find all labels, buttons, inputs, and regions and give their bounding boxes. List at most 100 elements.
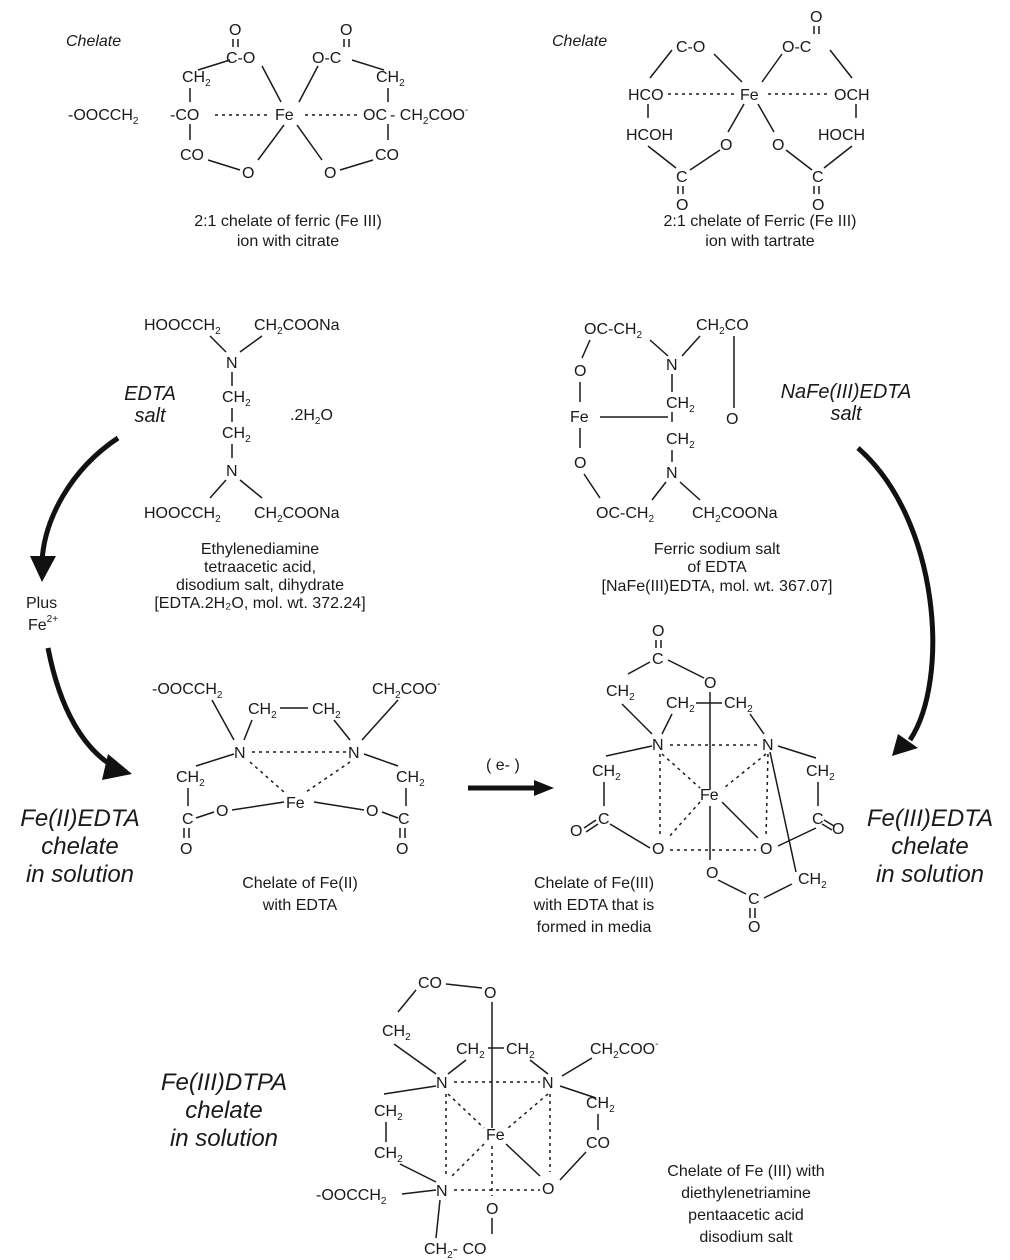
- citrate-oc-right: OC: [363, 107, 387, 124]
- dtpa-n-right: N: [542, 1075, 554, 1092]
- nafe-label-line-1: NaFe(III)EDTA: [781, 381, 912, 403]
- fe2-ch2-bridge-left: CH2: [248, 701, 277, 721]
- citrate-co-top-left: C-O: [226, 50, 255, 67]
- fe2-c-left: C: [182, 811, 194, 828]
- fe2-caption-line-2: with EDTA: [262, 897, 338, 914]
- tartrate-o-bottom-left: O: [676, 197, 688, 214]
- dtpa-ch2-mid-left-2: CH2: [374, 1145, 403, 1165]
- nafe-ch2coona: CH2COONa: [692, 505, 778, 525]
- edta-top-left: HOOCCH2: [144, 317, 221, 337]
- fe3-c-left: C: [598, 811, 610, 828]
- fe3-o-top: O: [652, 623, 664, 640]
- tartrate-hoch: HOCH: [818, 127, 865, 144]
- fe3-side-label-line-2: chelate: [891, 833, 968, 860]
- citrate-co-bottom-left: CO: [180, 147, 204, 164]
- electron-label: ( e- ): [486, 757, 520, 774]
- nafe-edta-salt: NaFe(III)EDTA salt OC-CH2 CH2CO O N CH2 …: [570, 317, 911, 595]
- fe3-ch2-upper-left: CH2: [606, 683, 635, 703]
- fe3-c-top: C: [652, 651, 664, 668]
- dtpa-label-line-3: in solution: [170, 1125, 278, 1152]
- fe3-side-label-line-1: Fe(III)EDTA: [867, 805, 993, 832]
- dtpa-o-top: O: [484, 985, 496, 1002]
- tartrate-c-bottom-right: C: [812, 169, 824, 186]
- tartrate-c-bottom-left: C: [676, 169, 688, 186]
- fe3-caption-line-2: with EDTA that is: [533, 897, 655, 914]
- edta-ch2-2: CH2: [222, 425, 251, 445]
- citrate-o-bottom-left: O: [242, 165, 254, 182]
- fe3-o-lower-left: O: [652, 841, 664, 858]
- edta-n-bottom: N: [226, 463, 238, 480]
- edta-n-top: N: [226, 355, 238, 372]
- fe3-ch2-right: CH2: [806, 763, 835, 783]
- fe2-edta-chelate: Fe(II)EDTA chelate in solution -OOCCH2 C…: [20, 679, 440, 914]
- fe3-dtpa-chelate: Fe(III)DTPA chelate in solution CO O CH2…: [161, 975, 825, 1260]
- fe2-n-right: N: [348, 745, 360, 762]
- tartrate-o-bottom-right: O: [812, 197, 824, 214]
- chelate-label-left: Chelate: [66, 33, 121, 50]
- tartrate-och: OCH: [834, 87, 870, 104]
- dtpa-ch2-top-left: CH2: [382, 1023, 411, 1043]
- arrow-nafe-to-fe3: [856, 446, 936, 756]
- dtpa-fe: Fe: [486, 1127, 505, 1144]
- fe2-right-top: CH2COO-: [372, 679, 440, 701]
- arrow-fe2-to-fe3: ( e- ): [468, 757, 554, 796]
- fe2-o-bottom-right: O: [396, 841, 408, 858]
- fe2-c-right: C: [398, 811, 410, 828]
- tartrate-fe: Fe: [740, 87, 759, 104]
- tartrate-hco: HCO: [628, 87, 664, 104]
- fe2-side-label-line-2: chelate: [41, 833, 118, 860]
- citrate-co-left: -CO: [170, 107, 199, 124]
- fe3-side-label-line-3: in solution: [876, 861, 984, 888]
- dtpa-label-line-1: Fe(III)DTPA: [161, 1069, 287, 1096]
- edta-salt-label-line-1: EDTA: [124, 383, 176, 405]
- nafe-caption-line-3: [NaFe(III)EDTA, mol. wt. 367.07]: [602, 578, 833, 595]
- tartrate-o-top: O: [810, 9, 822, 26]
- fe3-edta-chelate: Fe(III)EDTA chelate in solution O C O CH…: [533, 623, 993, 936]
- nafe-caption-line-1: Ferric sodium salt: [654, 541, 781, 558]
- citrate-o-bottom-right: O: [324, 165, 336, 182]
- dtpa-co-right: CO: [586, 1135, 610, 1152]
- fe3-o-lower-right: O: [760, 841, 772, 858]
- fe2-ch2-left: CH2: [176, 769, 205, 789]
- citrate-o-top-left: O: [229, 22, 241, 39]
- dtpa-o-right-lower: O: [542, 1181, 554, 1198]
- nafe-n-bottom: N: [666, 465, 678, 482]
- nafe-fe: Fe: [570, 409, 589, 426]
- tartrate-chelate: Chelate O C-O O-C HCO Fe OCH HCOH HOCH O…: [552, 9, 870, 250]
- tartrate-o-left: O: [720, 137, 732, 154]
- dtpa-n-bottom: N: [436, 1183, 448, 1200]
- fe3-ch2-left: CH2: [592, 763, 621, 783]
- plus-fe-line-1: Plus: [26, 595, 57, 612]
- plus-fe-line-2: Fe2+: [28, 614, 58, 634]
- nafe-o-lower-left: O: [574, 455, 586, 472]
- edta-caption-line-2: tetraacetic acid,: [204, 559, 316, 576]
- nafe-o-upper-left: O: [574, 363, 586, 380]
- fe3-caption-line-1: Chelate of Fe(III): [534, 875, 654, 892]
- nafe-o-right: O: [726, 411, 738, 428]
- fe3-o-far-right: O: [832, 821, 844, 838]
- fe3-ch2-bridge-right: CH2: [724, 695, 753, 715]
- dtpa-ch2-bridge-left: CH2: [456, 1041, 485, 1061]
- dtpa-ooc: -OOCCH2: [316, 1187, 387, 1207]
- fe3-c-bottom: C: [748, 891, 760, 908]
- edta-water: .2H2O: [290, 407, 333, 427]
- dtpa-co-top: CO: [418, 975, 442, 992]
- citrate-ch2-left: CH2: [182, 69, 211, 89]
- fe3-fe: Fe: [700, 787, 719, 804]
- edta-bottom-left: HOOCCH2: [144, 505, 221, 525]
- fe3-ch2-bottom: CH2: [798, 871, 827, 891]
- tartrate-caption-line-2: ion with tartrate: [705, 233, 814, 250]
- nafe-n-top: N: [666, 357, 678, 374]
- tartrate-co-top-right: O-C: [782, 39, 811, 56]
- dtpa-ch2-bridge-right: CH2: [506, 1041, 535, 1061]
- fe2-o-right: O: [366, 803, 378, 820]
- fe2-side-label-line-3: in solution: [26, 861, 134, 888]
- citrate-right-end: - CH2COO-: [390, 105, 468, 127]
- fe2-ch2-right: CH2: [396, 769, 425, 789]
- dtpa-caption-line-3: pentaacetic acid: [688, 1207, 804, 1224]
- dtpa-n-left: N: [436, 1075, 448, 1092]
- edta-top-right: CH2COONa: [254, 317, 340, 337]
- fe3-o-far-left: O: [570, 823, 582, 840]
- nafe-label-line-2: salt: [830, 403, 863, 425]
- fe2-fe: Fe: [286, 795, 305, 812]
